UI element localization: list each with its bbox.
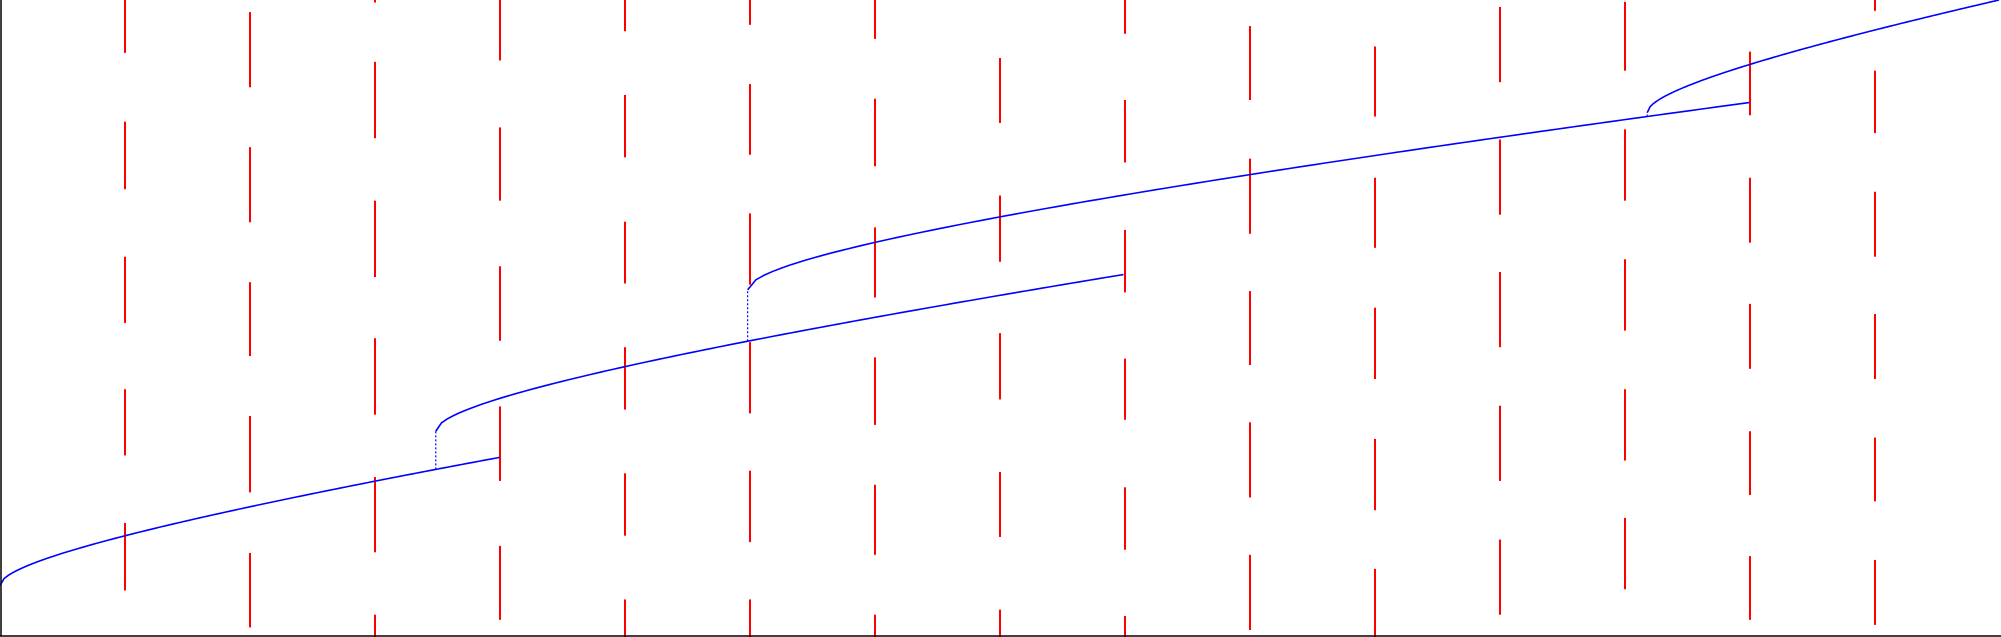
path-segment-1 — [0, 456, 500, 586]
path-segment-3 — [747, 101, 1750, 291]
path-segment-2 — [435, 273, 1124, 432]
barrier-columns — [124, 0, 1876, 637]
path-curves — [0, 0, 2000, 586]
path-segment-4 — [1646, 0, 2000, 114]
